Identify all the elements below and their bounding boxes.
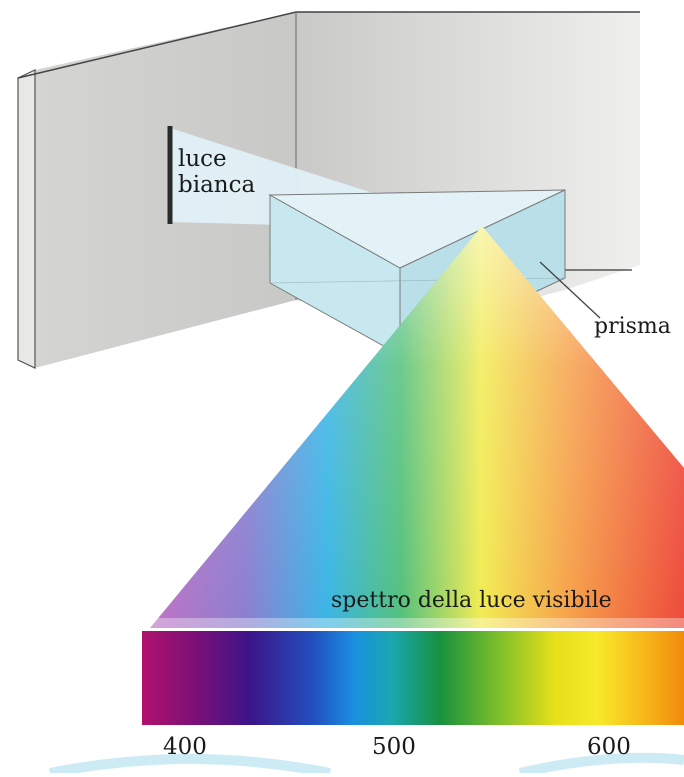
wavelength-tick-600: 600 [587,734,631,760]
bottom-arc-left [49,754,331,777]
fan-highlight [150,226,684,628]
spectrum-bar-fill [142,630,684,725]
prism-pointer-line [539,261,601,319]
wavelength-tick-400: 400 [163,734,207,760]
prism-label: prisma [594,314,671,339]
wavelength-tick-500: 500 [372,734,416,760]
left-wall [35,12,296,368]
spectrum-label: spettro della luce visibile [331,588,612,613]
spectrum-fan [150,226,684,628]
bottom-arc-right [518,752,684,777]
spectrum-bar [142,629,684,725]
white-light-label-line1: luce [178,146,227,172]
left-wall-edge [17,69,36,369]
white-light-label: luce bianca [178,146,255,199]
label-band [150,618,684,630]
white-light-label-line2: bianca [178,172,256,199]
